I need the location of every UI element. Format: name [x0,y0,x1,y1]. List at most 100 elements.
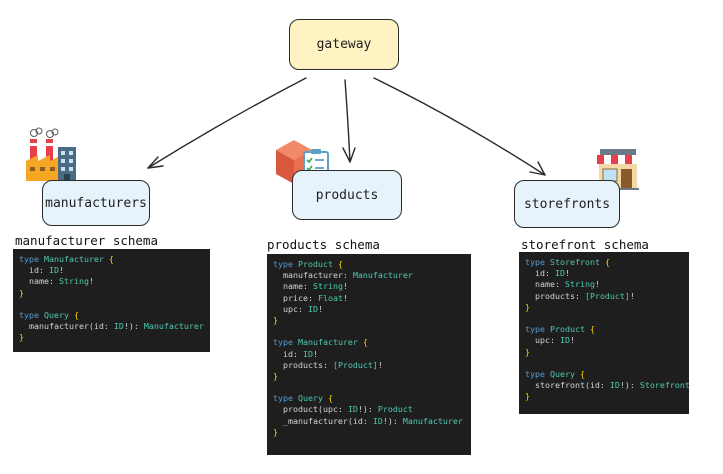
code-line: } [19,288,204,299]
code-token: name: [19,276,59,287]
code-token: products: [525,290,585,301]
code-line: upc: ID! [273,304,465,315]
code-token: } [19,287,24,298]
code-token: { [362,337,368,348]
code-token: id: [19,265,49,276]
code-token: } [525,346,530,357]
code-token: Product [377,404,413,415]
code-token: upc: [525,335,560,346]
code-line [525,358,683,369]
code-line [273,326,465,337]
code-token: Query [43,309,74,320]
storefronts-label: storefronts [523,196,611,212]
code-line: id: ID! [19,265,204,276]
arrow-gateway-to-products [342,79,356,163]
code-token: ! [342,292,348,303]
code-line: } [525,302,683,313]
code-token: Manufacturer [143,321,204,332]
code-line: type Product { [525,324,683,335]
code-token: Manufacturer [352,270,413,281]
code-token: ID [347,404,358,415]
code-token: } [273,426,278,437]
code-token: ! [377,359,383,370]
code-line [19,299,204,310]
code-token: ID [307,303,318,314]
code-line: manufacturer: Manufacturer [273,270,465,281]
code-token: price: [273,292,318,303]
code-token: type [273,337,298,348]
code-token: { [579,368,585,379]
code-token: { [337,259,343,269]
code-token: ! [342,281,348,292]
code-token: ! [58,265,64,276]
gateway-node: gateway [289,19,399,70]
code-line: manufacturer(id: ID!): Manufacturer [19,321,204,332]
products-label: products [315,187,379,203]
code-token: !): [357,404,378,415]
arrow-gateway-to-manufacturers [147,77,307,169]
code-token: [Product] [584,290,630,301]
code-token: String [58,276,89,287]
code-token: ID [554,268,565,279]
code-token: ID [302,348,313,359]
code-token: _manufacturer(id: [273,415,373,426]
products-node: products [292,170,402,220]
code-line: product(upc: ID!): Product [273,404,465,415]
code-token: ! [317,303,323,314]
code-token: manufacturer: [273,270,353,281]
code-token: !): [382,415,403,426]
code-line: type Manufacturer { [19,254,204,265]
code-token: String [312,281,343,292]
code-token: Float [317,292,343,303]
code-token: ID [609,380,620,391]
code-token: } [273,314,278,325]
code-token: { [604,257,610,267]
code-token: upc: [273,303,308,314]
code-line [273,382,465,393]
code-token: Product [549,324,590,335]
code-token: manufacturer(id: [19,321,114,332]
manufacturer-schema-code: type Manufacturer { id: ID! name: String… [13,249,210,352]
code-token: type [19,254,44,264]
code-token: !): [123,321,144,332]
code-token: } [273,370,278,381]
code-token: name: [525,279,565,290]
code-token: product(upc: [273,404,348,415]
code-token: ID [113,321,124,332]
code-line: id: ID! [525,268,683,279]
gateway-label: gateway [316,37,372,52]
code-token: { [108,254,114,264]
code-line [525,313,683,324]
code-token: { [327,393,333,404]
code-token: id: [273,348,303,359]
code-line: } [273,427,465,438]
code-line: storefront(id: ID!): Storefront [525,380,690,391]
code-line: type Product { [273,259,465,270]
products-schema-code: type Product { manufacturer: Manufacture… [267,254,471,455]
code-token: Manufacturer [297,337,363,348]
code-line: name: String! [525,279,683,290]
code-token: name: [273,281,313,292]
code-token: ID [48,265,59,276]
manufacturers-label: manufacturers [45,195,147,211]
code-token: String [564,279,595,290]
code-line: type Query { [273,393,465,404]
factory-icon [26,127,76,181]
code-token: Storefront [549,257,605,267]
code-line: id: ID! [273,349,465,360]
manufacturer-schema-title: manufacturer schema [15,233,158,248]
code-token: type [525,324,550,335]
code-line: type Storefront { [525,257,683,268]
code-token: } [19,332,24,343]
code-token: products: [273,359,333,370]
code-token: Storefront [639,380,690,391]
code-line: name: String! [273,281,465,292]
code-token: { [73,309,79,320]
code-line: upc: ID! [525,335,683,346]
code-line: _manufacturer(id: ID!): Manufacturer [273,416,465,427]
code-token: Query [297,393,328,404]
code-token: ID [372,415,383,426]
code-token: { [589,324,595,335]
code-line: price: Float! [273,293,465,304]
